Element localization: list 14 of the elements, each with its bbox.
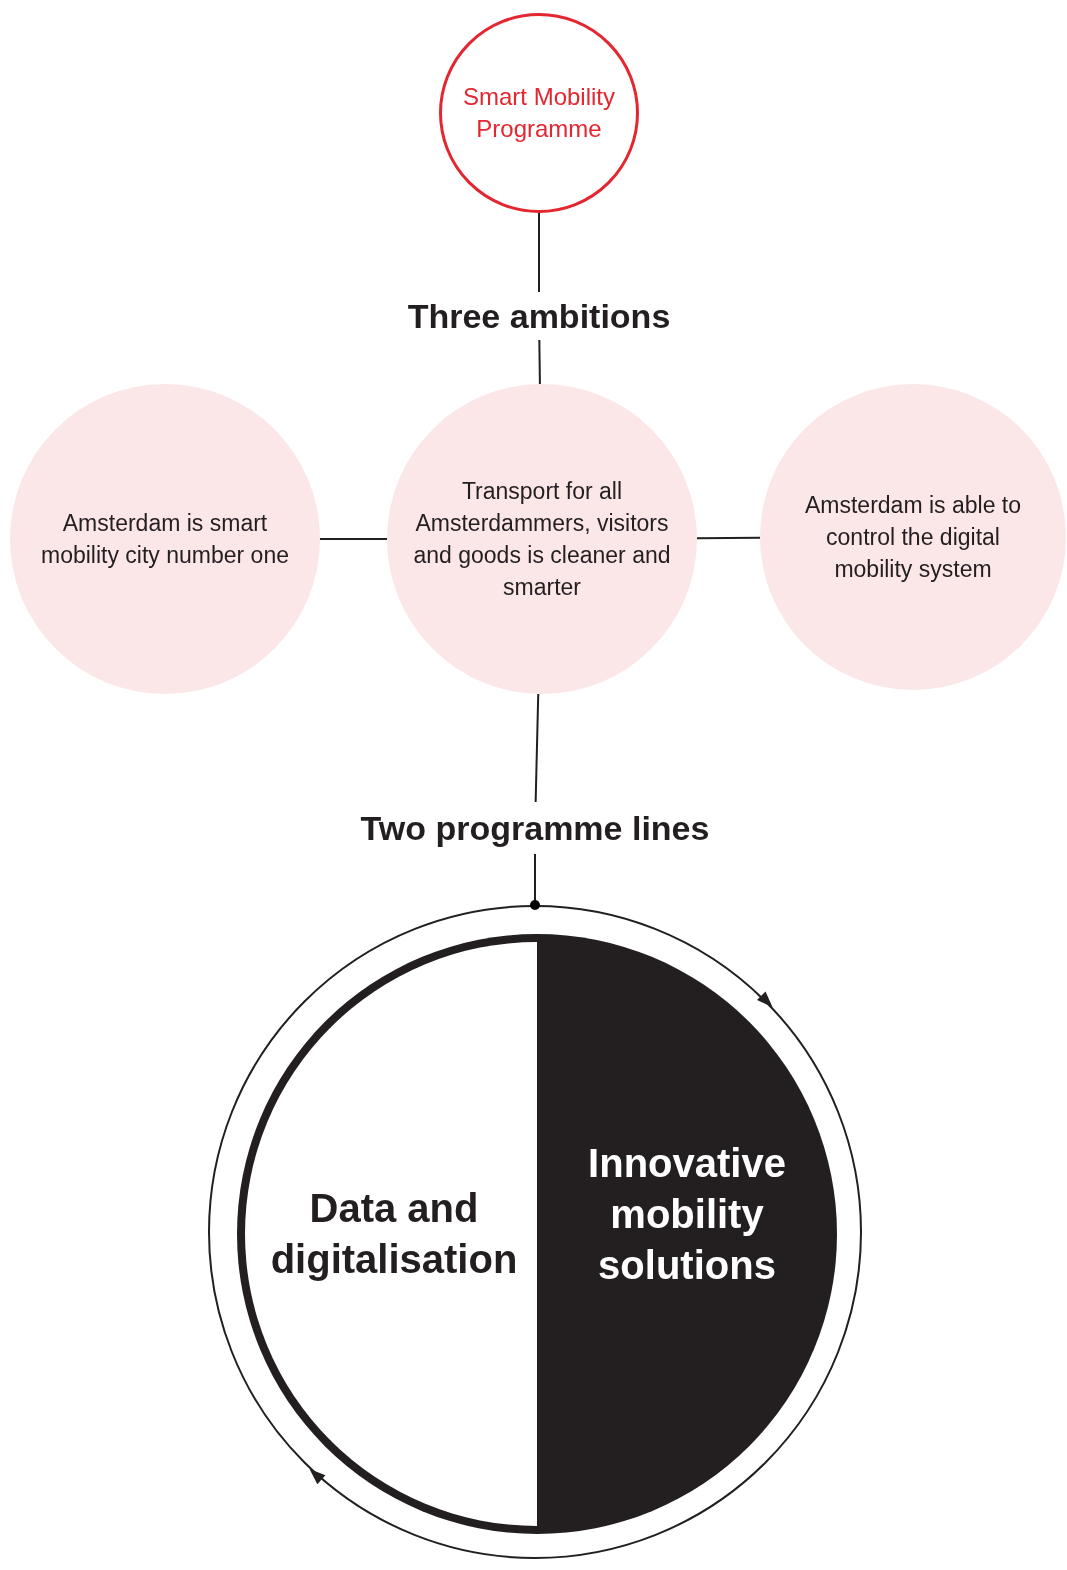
node-text: Data and digitalisation	[269, 1185, 519, 1283]
connector-line	[538, 212, 540, 293]
node-text: Transport for all Amsterdammers, visitors and goods is cleaner and smarter	[413, 477, 671, 602]
node-text: Smart Mobility Programme	[462, 82, 616, 144]
connector-line-with-dot	[530, 853, 540, 910]
connector-line	[538, 339, 541, 385]
node-text: Amsterdam is able to control the digital mobility system	[804, 491, 1022, 584]
heading-text: Two programme lines	[360, 808, 710, 848]
connector-line	[319, 538, 388, 540]
node-text: Innovative mobility solutions	[587, 1139, 787, 1289]
connector-line	[696, 536, 761, 540]
connector-line	[534, 692, 540, 803]
node-text: Amsterdam is smart mobility city number one	[40, 509, 290, 570]
heading-text: Three ambitions	[407, 296, 671, 336]
